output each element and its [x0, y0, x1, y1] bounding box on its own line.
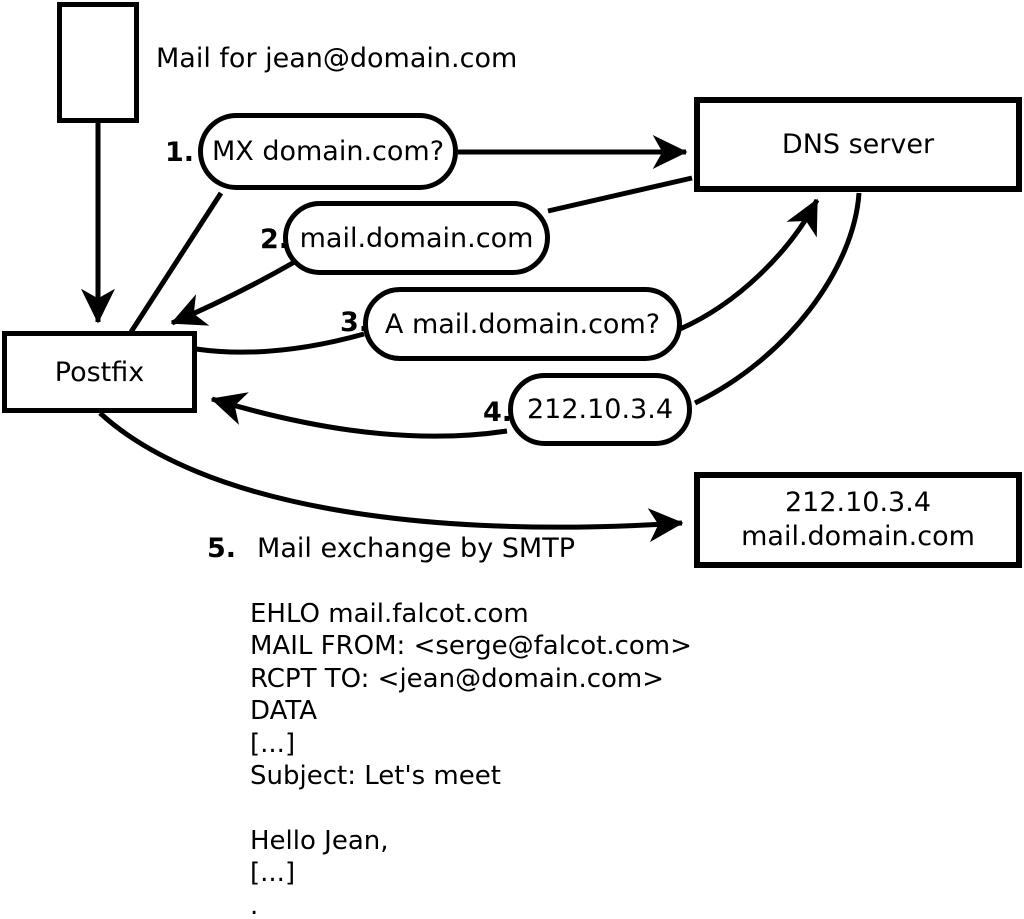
dns-server-node: DNS server — [694, 97, 1022, 192]
arrow-smtp-to-mailserver — [98, 411, 684, 543]
step3-query-label: A mail.domain.com? — [384, 308, 661, 340]
step5-number: 5. — [207, 533, 237, 564]
step5-caption: 5. Mail exchange by SMTP — [207, 534, 575, 564]
step4-response-pill: 212.10.3.4 — [508, 373, 692, 446]
smtp-line-blank — [250, 792, 692, 824]
smtp-line: [...] — [250, 728, 296, 759]
step2-number: 2. — [260, 224, 290, 255]
smtp-line: MAIL FROM: <serge@falcot.com> — [250, 631, 692, 662]
arrow-step4-to-postfix — [210, 392, 508, 439]
smtp-line: [...] — [250, 858, 296, 889]
dns-server-label: DNS server — [781, 129, 935, 160]
diagram-caption: Mail for jean@domain.com — [156, 43, 518, 74]
step2-response-pill: mail.domain.com — [283, 201, 550, 275]
arrow-step3-to-dns — [678, 198, 820, 332]
step4-number: 4. — [483, 397, 513, 428]
smtp-line: Subject: Let's meet — [250, 760, 501, 791]
step5-label: Mail exchange by SMTP — [257, 533, 575, 564]
step4-response-label: 212.10.3.4 — [527, 394, 673, 425]
step2-response-label: mail.domain.com — [299, 222, 534, 254]
postfix-label: Postfix — [54, 356, 145, 388]
step3-number: 3. — [340, 307, 370, 338]
postfix-node: Postfix — [2, 331, 197, 413]
step1-query-label: MX domain.com? — [211, 136, 445, 167]
mail-message-node — [57, 2, 139, 123]
arrow-step2-to-postfix — [170, 257, 300, 326]
step1-query-pill: MX domain.com? — [198, 113, 458, 190]
mail-server-hostname: mail.domain.com — [741, 521, 975, 552]
mail-server-ip: 212.10.3.4 — [785, 487, 931, 518]
line-dns-to-step4 — [693, 192, 862, 406]
smtp-session-transcript: EHLO mail.falcot.com MAIL FROM: <serge@f… — [250, 598, 692, 919]
smtp-line: EHLO mail.falcot.com — [250, 599, 529, 629]
step1-number: 1. — [165, 137, 195, 168]
step3-query-pill: A mail.domain.com? — [363, 287, 682, 361]
smtp-line: RCPT TO: <jean@domain.com> — [250, 663, 665, 694]
line-dns-to-step2 — [547, 175, 693, 214]
smtp-line: DATA — [250, 696, 317, 727]
line-postfix-to-step3 — [195, 331, 365, 355]
smtp-line-terminator: . — [250, 890, 259, 919]
mail-server-node: 212.10.3.4 mail.domain.com — [694, 472, 1022, 568]
smtp-line: Hello Jean, — [250, 825, 389, 856]
line-postfix-to-step1 — [128, 191, 224, 334]
